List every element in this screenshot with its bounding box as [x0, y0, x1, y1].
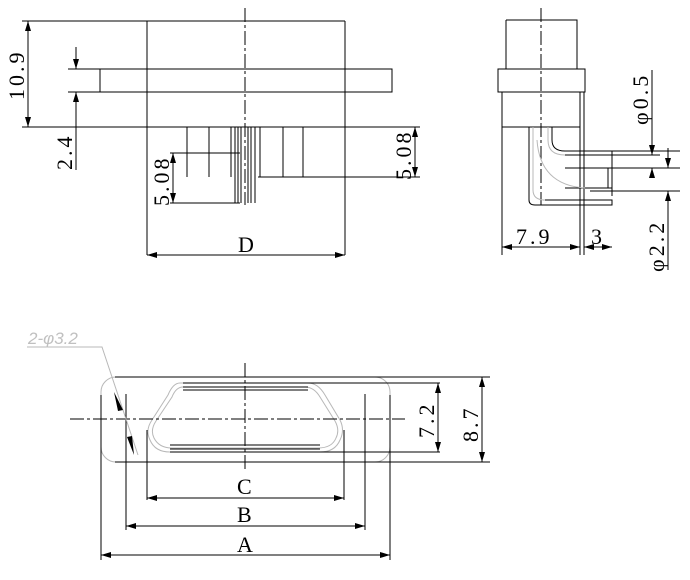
pin-dia-label: φ0.5: [628, 73, 653, 125]
flange-dim-label: 2.4: [52, 134, 77, 171]
outer-height-label: 8.7: [458, 406, 483, 443]
hole-dia-label: φ2.2: [644, 220, 669, 272]
inner-height-label: 7.2: [414, 402, 439, 439]
height-dim-label: 10.9: [4, 50, 29, 101]
side-view: 7.9 3 φ0.5 φ2.2: [497, 8, 680, 272]
pin-pitch-left-label: 5.08: [149, 156, 174, 207]
pin-pitch-right-label: 5.08: [391, 130, 416, 181]
body-dim-label: 7.9: [516, 224, 553, 249]
dim-b-label: B: [237, 502, 255, 527]
front-view: 10.9 2.4 5.08 5.08 D: [4, 8, 420, 258]
pin-ext-dim-label: 3: [591, 224, 605, 249]
hole-note-label: 2-φ3.2: [27, 329, 78, 348]
dim-c-label: C: [237, 474, 255, 499]
width-dim-label: D: [238, 232, 257, 257]
dim-a-label: A: [237, 532, 256, 557]
bottom-view: 2-φ3.2 7.2 8.7 C B A: [27, 329, 490, 560]
